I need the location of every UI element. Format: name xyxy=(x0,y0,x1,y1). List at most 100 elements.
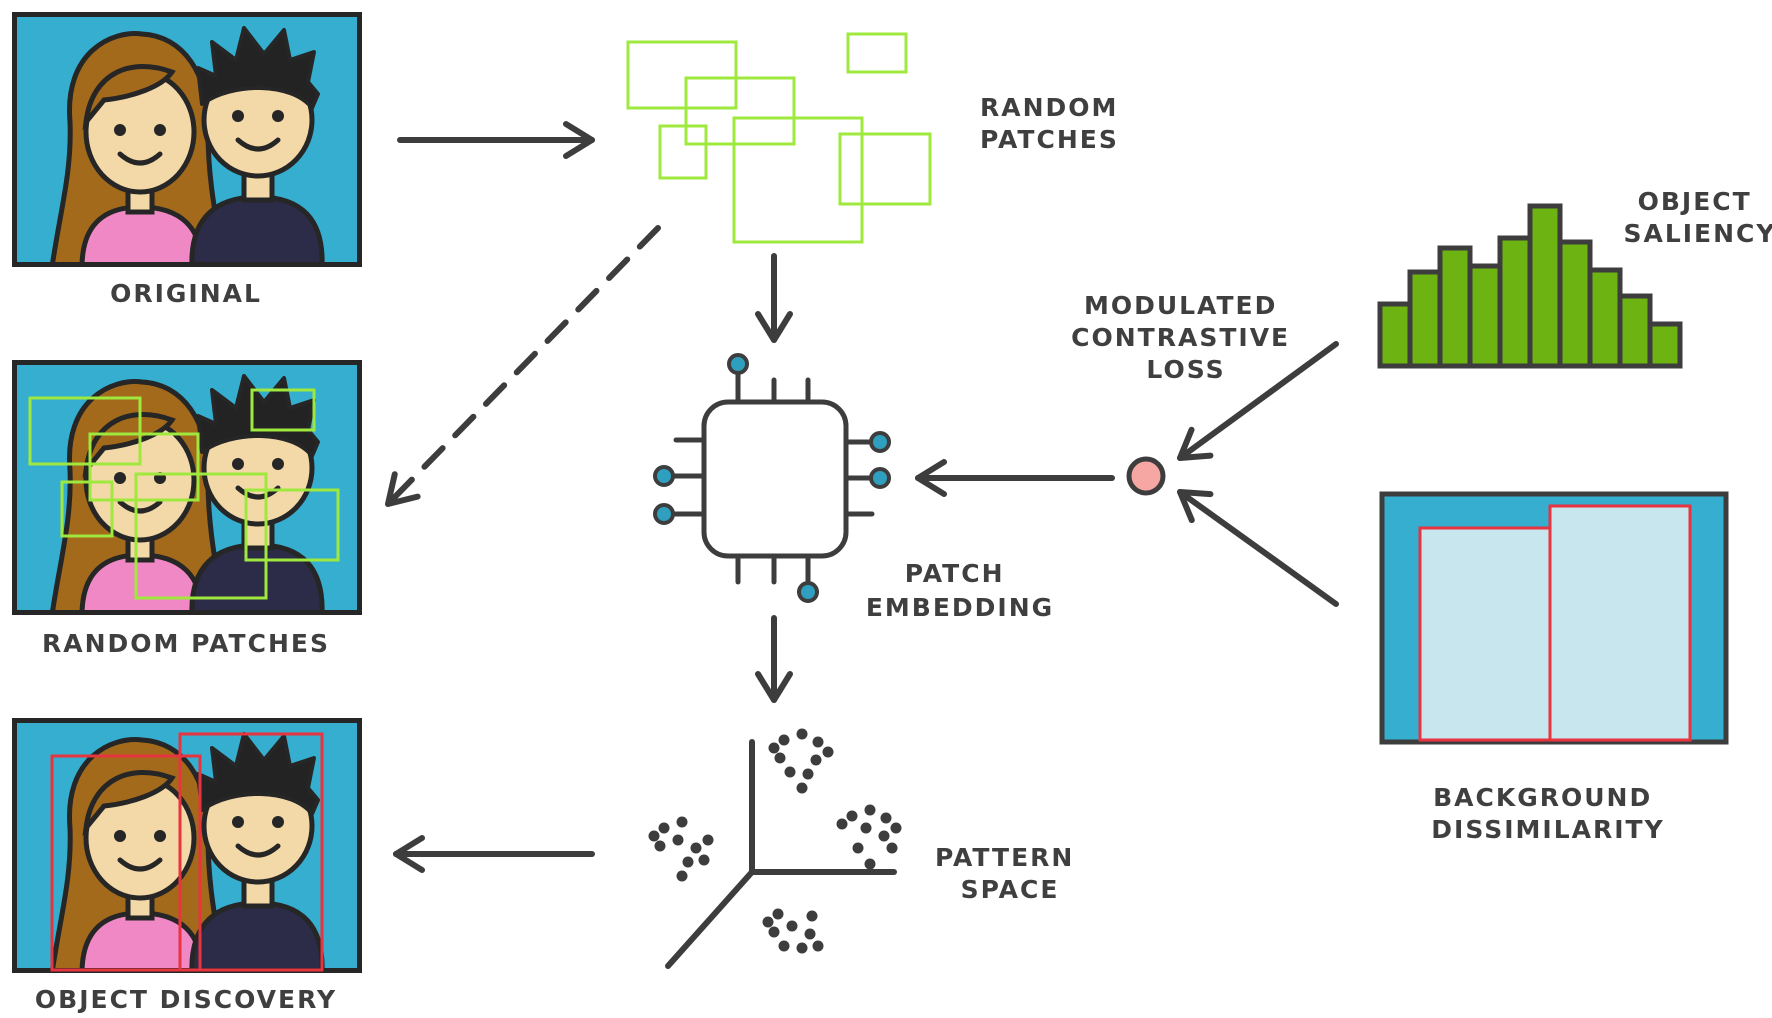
patch-box xyxy=(60,480,114,538)
cluster-dot xyxy=(778,734,790,746)
cluster-dot xyxy=(796,728,808,740)
random-patches-title-line: PATCHES xyxy=(980,125,1119,154)
cluster-dot xyxy=(804,928,816,940)
modulated-contrastive-loss-label: MODULATED CONTRASTIVE LOSS xyxy=(1071,291,1301,384)
object-saliency-label: OBJECT SALIENCY xyxy=(1623,187,1772,248)
cluster-dot xyxy=(880,812,892,824)
original-panel: ORIGINAL xyxy=(12,12,362,308)
loss-label-line: MODULATED xyxy=(1084,291,1277,320)
cluster-dot xyxy=(878,830,890,842)
cluster-dot xyxy=(786,920,798,932)
background-panel-icon xyxy=(1379,491,1729,745)
flow-arrows xyxy=(385,121,1339,873)
saliency-bar xyxy=(1437,245,1473,369)
patch-box xyxy=(28,396,142,466)
saliency-label-line: SALIENCY xyxy=(1623,219,1772,248)
saliency-bar xyxy=(1407,269,1443,369)
object-discovery-label: OBJECT DISCOVERY xyxy=(35,985,337,1014)
loss-label-line: CONTRASTIVE xyxy=(1071,323,1290,352)
background-label-line: BACKGROUND xyxy=(1433,783,1652,812)
cluster-dot xyxy=(768,742,780,754)
patch-box xyxy=(134,472,268,600)
arrow-background-to-node xyxy=(1177,489,1339,607)
cluster-dot xyxy=(762,916,774,928)
patch-box xyxy=(88,432,200,502)
cluster-dot xyxy=(860,822,872,834)
cluster-dot xyxy=(768,926,780,938)
cluster-dot xyxy=(672,834,684,846)
random-patches-panel: RANDOM PATCHES xyxy=(12,360,362,658)
saliency-histogram-icon xyxy=(1377,203,1683,369)
object-box-boy xyxy=(178,732,324,972)
saliency-bar xyxy=(1617,293,1653,369)
original-label: ORIGINAL xyxy=(110,279,262,308)
cluster-dot xyxy=(784,766,796,778)
combine-node-icon xyxy=(1126,456,1166,496)
random-patches-title-line: RANDOM xyxy=(980,93,1118,122)
saliency-label-line: OBJECT xyxy=(1638,187,1752,216)
pattern-space-line: PATTERN xyxy=(935,843,1074,872)
pattern-clusters xyxy=(648,728,902,954)
saliency-bar xyxy=(1527,203,1563,369)
patch-box xyxy=(846,32,908,74)
patch-box xyxy=(658,124,708,180)
cluster-dot xyxy=(796,942,808,954)
cluster-dot xyxy=(690,842,702,854)
cluster-dot xyxy=(886,842,898,854)
cluster-dot xyxy=(890,822,902,834)
cluster-dot xyxy=(864,858,876,870)
patch-box xyxy=(684,76,796,146)
couple-photo-icon xyxy=(12,12,362,267)
patch-embedding-line: EMBEDDING xyxy=(866,593,1054,622)
cluster-dot xyxy=(802,768,814,780)
chip-nodes xyxy=(653,353,891,603)
cluster-dot xyxy=(654,840,666,852)
cluster-dot xyxy=(852,842,864,854)
chip-icon xyxy=(653,353,891,603)
patch-box xyxy=(732,116,864,244)
cluster-dot xyxy=(658,822,670,834)
random-patches-label: RANDOM PATCHES xyxy=(42,629,330,658)
cluster-dot xyxy=(774,752,786,764)
cluster-dot xyxy=(676,816,688,828)
background-box xyxy=(1548,504,1692,742)
cluster-dot xyxy=(778,940,790,952)
saliency-bar xyxy=(1647,321,1683,369)
loss-label-line: LOSS xyxy=(1146,355,1225,384)
discovered-object-boxes xyxy=(50,732,324,972)
cluster-dot xyxy=(648,830,660,842)
object-box-girl xyxy=(50,754,202,972)
pattern-space-label: PATTERN SPACE xyxy=(935,843,1085,904)
background-box xyxy=(1418,526,1568,742)
cluster-dot xyxy=(822,746,834,758)
cluster-dot xyxy=(682,856,694,868)
3d-axes-scatter-icon xyxy=(665,739,897,969)
patch-box xyxy=(838,132,932,206)
patch-box xyxy=(244,488,340,562)
cluster-dot xyxy=(812,736,824,748)
saliency-bar xyxy=(1497,235,1533,369)
cluster-dot xyxy=(698,854,710,866)
patch-embedding-label: PATCH EMBEDDING xyxy=(866,559,1054,622)
patch-embedding-line: PATCH xyxy=(905,559,1005,588)
cluster-dot xyxy=(810,754,822,766)
pattern-space-line: SPACE xyxy=(961,875,1060,904)
cluster-dot xyxy=(864,804,876,816)
random-patches-title: RANDOM PATCHES xyxy=(980,93,1129,154)
saliency-bar xyxy=(1467,263,1503,369)
random-patch-boxes xyxy=(28,388,340,600)
saliency-bar xyxy=(1377,301,1413,369)
random-patches-cluster xyxy=(626,32,932,244)
cluster-dot xyxy=(676,870,688,882)
cluster-dot xyxy=(796,782,808,794)
arrow-saliency-to-node xyxy=(1177,341,1339,461)
cluster-dot xyxy=(812,940,824,952)
cluster-dot xyxy=(772,908,784,920)
cluster-dot xyxy=(836,818,848,830)
saliency-bar xyxy=(1557,239,1593,369)
cluster-dot xyxy=(806,910,818,922)
background-label-line: DISSIMILARITY xyxy=(1431,815,1664,844)
cluster-dot xyxy=(702,834,714,846)
saliency-bar xyxy=(1587,267,1623,369)
